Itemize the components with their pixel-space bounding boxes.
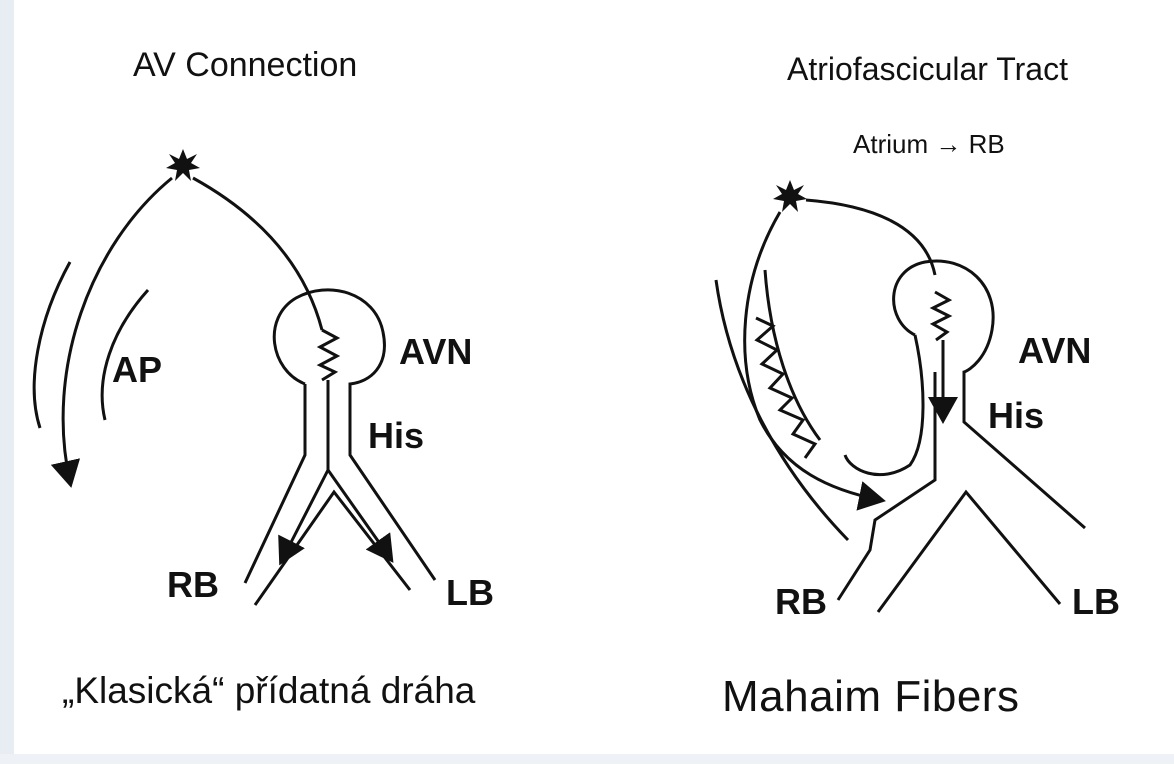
right-title: Atriofascicular Tract: [787, 51, 1068, 87]
left-label-avn: AVN: [399, 331, 472, 372]
atriofascicular-outer-line: [745, 212, 880, 500]
rb-conduction-arrow: [282, 470, 328, 560]
accessory-pathway-arrow: [63, 178, 172, 482]
right-label-his: His: [988, 395, 1044, 436]
left-label-rb: RB: [167, 564, 219, 605]
impulse-star-icon: [773, 180, 807, 212]
impulse-star-icon: [166, 149, 200, 181]
right-caption: Mahaim Fibers: [722, 672, 1019, 722]
right-label-avn: AVN: [1018, 330, 1091, 371]
av-node-zigzag: [320, 330, 337, 380]
atrial-conduction-line: [193, 178, 322, 330]
left-label-lb: LB: [446, 572, 494, 613]
right-label-rb: RB: [775, 581, 827, 622]
left-title: AV Connection: [133, 46, 357, 84]
av-node-zigzag: [933, 292, 949, 340]
left-label-his: His: [368, 415, 424, 456]
lb-conduction-arrow: [328, 470, 390, 558]
left-label-ap: AP: [112, 349, 162, 390]
right-panel: Atriofascicular Tract Atrium → RB: [716, 51, 1120, 622]
right-label-lb: LB: [1072, 581, 1120, 622]
left-caption: „Klasická“ přídatná dráha: [62, 670, 475, 712]
av-node-his-outline: [845, 261, 1085, 528]
right-subtitle: Atrium → RB: [853, 129, 1005, 159]
left-panel: AV Connection AP AVN: [34, 46, 494, 613]
atriofascicular-zigzag: [756, 318, 815, 458]
